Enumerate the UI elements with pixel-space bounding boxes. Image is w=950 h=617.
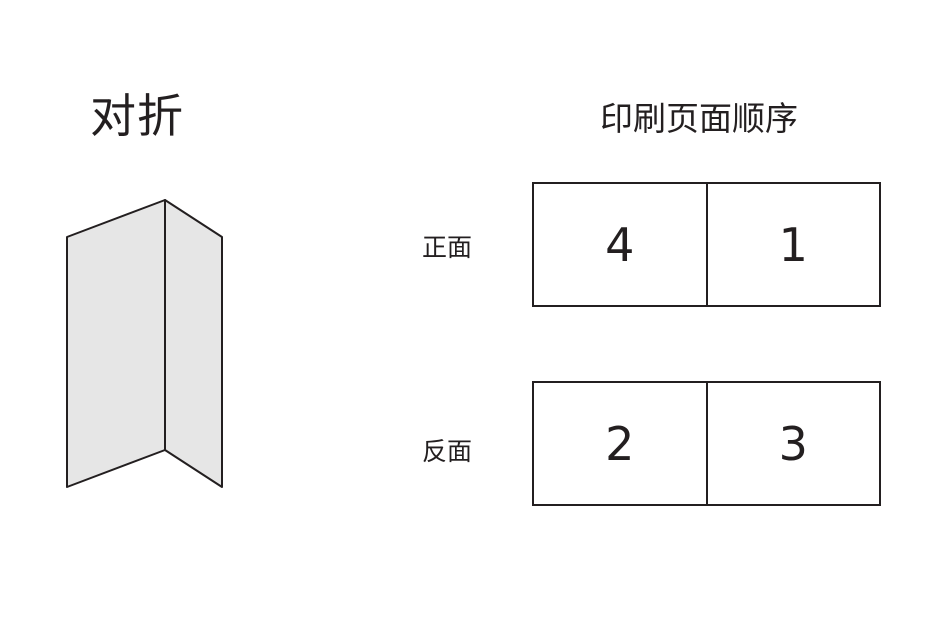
back-right-page-number: 3	[706, 383, 880, 504]
front-side-label: 正面	[422, 233, 472, 263]
back-side-sheet: 2 3	[532, 381, 881, 506]
front-left-page-number: 4	[534, 184, 706, 305]
front-side-sheet: 4 1	[532, 182, 881, 307]
back-left-page-number: 2	[534, 383, 706, 504]
folded-sheet-left-panel	[67, 200, 165, 487]
front-right-page-number: 1	[706, 184, 880, 305]
print-order-title: 印刷页面顺序	[600, 98, 798, 140]
folded-sheet-right-panel	[165, 200, 222, 487]
back-side-label: 反面	[422, 437, 472, 467]
